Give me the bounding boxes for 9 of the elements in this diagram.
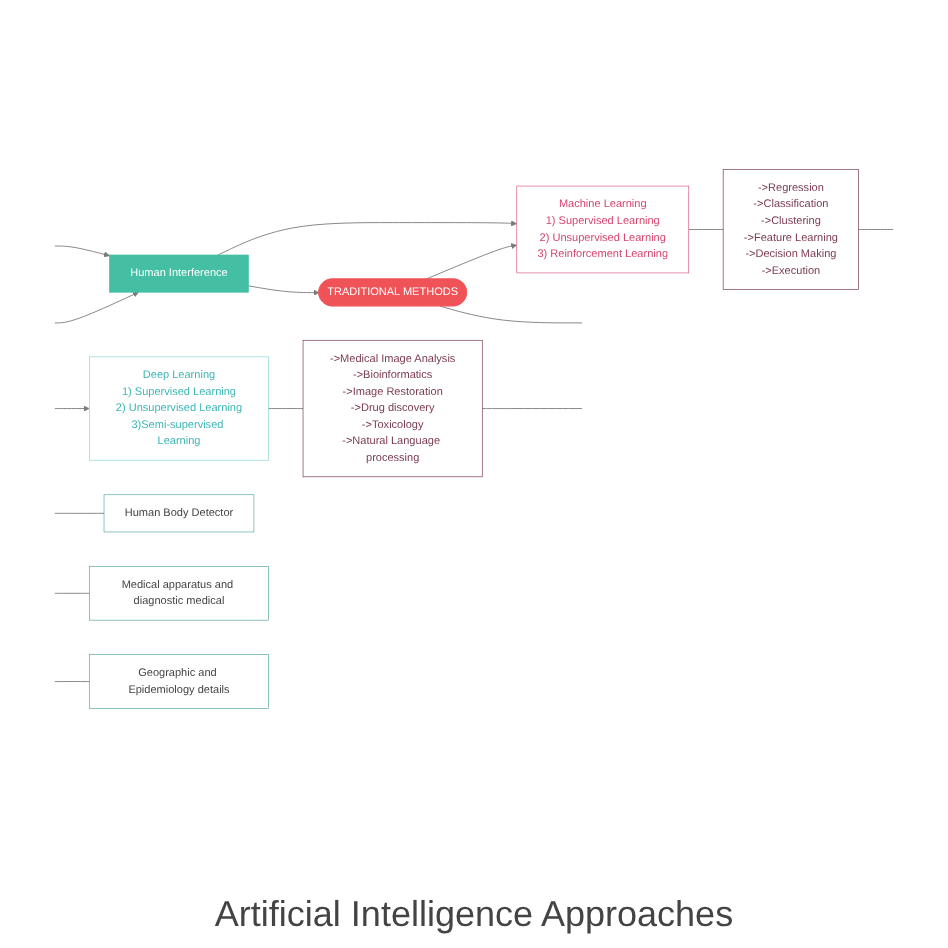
connector [439,304,583,323]
connector [268,407,304,409]
connector [54,511,105,513]
connector [54,680,90,682]
connector [54,591,90,593]
connector [858,228,894,229]
connector [481,407,583,409]
connector [688,228,724,229]
diagram-title: Artificial Intelligence Approaches [212,894,736,936]
